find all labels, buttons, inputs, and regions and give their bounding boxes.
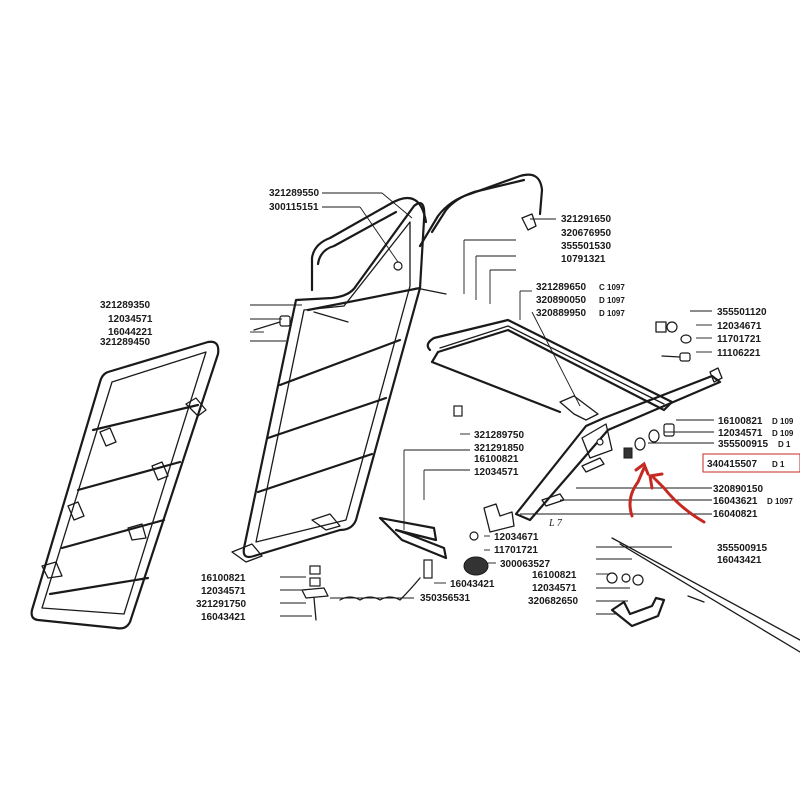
label-355500915-a: 355500915 [718,439,768,450]
label-11701721-a: 11701721 [717,334,761,345]
label-16100821-a: 16100821 [718,416,763,427]
suffix-321289650: C 1097 [599,283,625,292]
upper-rail-frame [426,318,674,414]
lower-right-bracket [606,537,800,653]
support-arm [514,367,723,522]
label-16100821-d: 16100821 [201,573,246,584]
suffix-320889950: D 1097 [599,309,625,318]
center-bolts [253,261,447,331]
label-12034671-b: 12034671 [494,532,539,543]
suffix-340415507: D 1 [772,460,785,469]
label-320889950: 320889950 [536,308,586,319]
top-handrail [310,173,544,292]
center-ladder-frame [231,202,426,563]
suffix-16043621: D 1097 [767,497,793,506]
label-12034571-d: 12034571 [532,583,577,594]
suffix-355500915-a: D 1 [778,440,791,449]
label-11701721-b: 11701721 [494,545,538,556]
label-321289550: 321289550 [269,188,319,199]
label-321289650: 321289650 [536,282,586,293]
label-10791321: 10791321 [561,254,606,265]
label-16043421-a: 16043421 [717,555,762,566]
label-321289750: 321289750 [474,430,524,441]
label-16043621: 16043621 [713,496,758,507]
label-321291850: 321291850 [474,443,524,454]
label-340415507: 340415507 [707,459,757,470]
label-355501120: 355501120 [717,307,767,318]
center-lower-parts [301,405,515,621]
label-321291650: 321291650 [561,214,611,225]
suffix-12034571-b: D 109 [772,429,794,438]
highlight-box [702,453,800,473]
label-16040821: 16040821 [713,509,758,520]
suffix-16100821-a: D 109 [772,417,794,426]
label-321289350: 321289350 [100,300,150,311]
label-320682650: 320682650 [528,596,578,607]
label-321291750: 321291750 [196,599,246,610]
label-16100821-b: 16100821 [474,454,519,465]
label-12034671-a: 12034671 [717,321,762,332]
label-355501530: 355501530 [561,241,611,252]
label-12034571-b: 12034571 [718,428,763,439]
label-l7: L 7 [548,518,563,529]
label-16043421-b: 16043421 [201,612,246,623]
label-12034571-e: 12034571 [201,586,246,597]
label-300115151: 300115151 [269,202,319,213]
label-320890150: 320890150 [713,484,763,495]
label-300063527: 300063527 [500,559,550,570]
label-12034571-c: 12034571 [474,467,519,478]
right-hardware [541,321,692,507]
part-labels: 321289550 300115151 321291650 320676950 … [100,188,794,623]
label-11106221: 11106221 [717,348,761,359]
label-320890050: 320890050 [536,295,586,306]
label-12034571-a: 12034571 [108,314,153,325]
label-16044221: 16044221 [108,327,153,338]
leader-lines [250,192,714,617]
label-16043421-c: 16043421 [450,579,495,590]
label-16100821-c: 16100821 [532,570,577,581]
label-321289450: 321289450 [100,337,150,348]
label-350356531: 350356531 [420,593,470,604]
suffix-320890050: D 1097 [599,296,625,305]
red-arrow-icon [628,461,706,524]
label-355500915-b: 355500915 [717,543,767,554]
left-ladder-frame [30,340,220,630]
label-320676950: 320676950 [561,228,611,239]
